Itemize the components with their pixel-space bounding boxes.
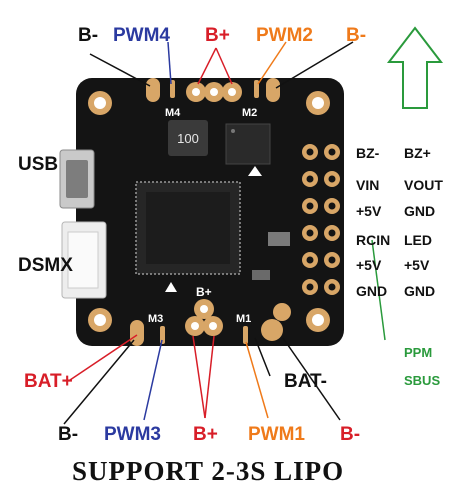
pin-label: VOUT — [404, 177, 443, 193]
top-motor-pads — [146, 78, 280, 102]
header-pin-hole — [328, 283, 336, 291]
header-pin-hole — [306, 229, 314, 237]
header-pin-hole — [306, 256, 314, 264]
label-b-minus-bottom-left: B- — [58, 424, 79, 445]
header-pin-hole — [306, 175, 314, 183]
header-pin-hole — [306, 148, 314, 156]
header-pin-hole — [328, 202, 336, 210]
label-ppm: PPM — [404, 345, 433, 360]
svg-text:M4: M4 — [165, 107, 181, 119]
header-pin-hole — [328, 256, 336, 264]
header-pin-hole — [328, 148, 336, 156]
pin-label: BZ- — [356, 145, 380, 161]
pin-header — [296, 136, 344, 295]
label-b-minus-bottom-right: B- — [340, 424, 361, 445]
header-pin-hole — [328, 229, 336, 237]
forward-direction-arrow-icon — [386, 26, 444, 109]
pin-label: RCIN — [356, 232, 391, 248]
label-usb: USB — [18, 154, 59, 175]
pin-label: +5V — [356, 203, 382, 219]
label-b-plus-bottom: B+ — [193, 424, 218, 445]
pointer-lines — [63, 41, 386, 425]
svg-text:M2: M2 — [242, 107, 257, 119]
pin-label: +5V — [404, 257, 430, 273]
label-b-minus-top-left: B- — [78, 25, 99, 46]
pin-label: GND — [356, 283, 388, 299]
label-bat-plus: BAT+ — [24, 371, 73, 392]
label-pwm2: PWM2 — [256, 25, 313, 46]
pin-label: GND — [404, 203, 436, 219]
pin-label: BZ+ — [404, 145, 431, 161]
svg-text:M3: M3 — [148, 313, 163, 325]
bottom-motor-pads — [130, 299, 291, 346]
label-dsmx: DSMX — [18, 255, 73, 276]
label-b-minus-top-right: B- — [346, 25, 367, 46]
label-b-plus-top: B+ — [205, 25, 230, 46]
pin-label: LED — [404, 232, 432, 248]
header-pin-hole — [306, 283, 314, 291]
header-pin-hole — [306, 202, 314, 210]
header-pin-hole — [328, 175, 336, 183]
label-pwm3: PWM3 — [104, 424, 161, 445]
pin-label: VIN — [356, 177, 380, 193]
inductor — [168, 120, 208, 156]
label-bat-minus: BAT- — [284, 371, 327, 392]
svg-text:100: 100 — [177, 131, 199, 146]
footer-support-text: SUPPORT 2-3S LIPO — [72, 456, 345, 486]
svg-text:M1: M1 — [236, 313, 251, 325]
label-sbus: SBUS — [404, 373, 441, 388]
svg-text:B+: B+ — [196, 285, 212, 299]
flight-controller-board: 100 M4 M2 M3 M1 B+ — [59, 78, 344, 346]
pin-label: GND — [404, 283, 436, 299]
pin-label: +5V — [356, 257, 382, 273]
label-pwm1: PWM1 — [248, 424, 305, 445]
label-pwm4: PWM4 — [113, 25, 170, 46]
